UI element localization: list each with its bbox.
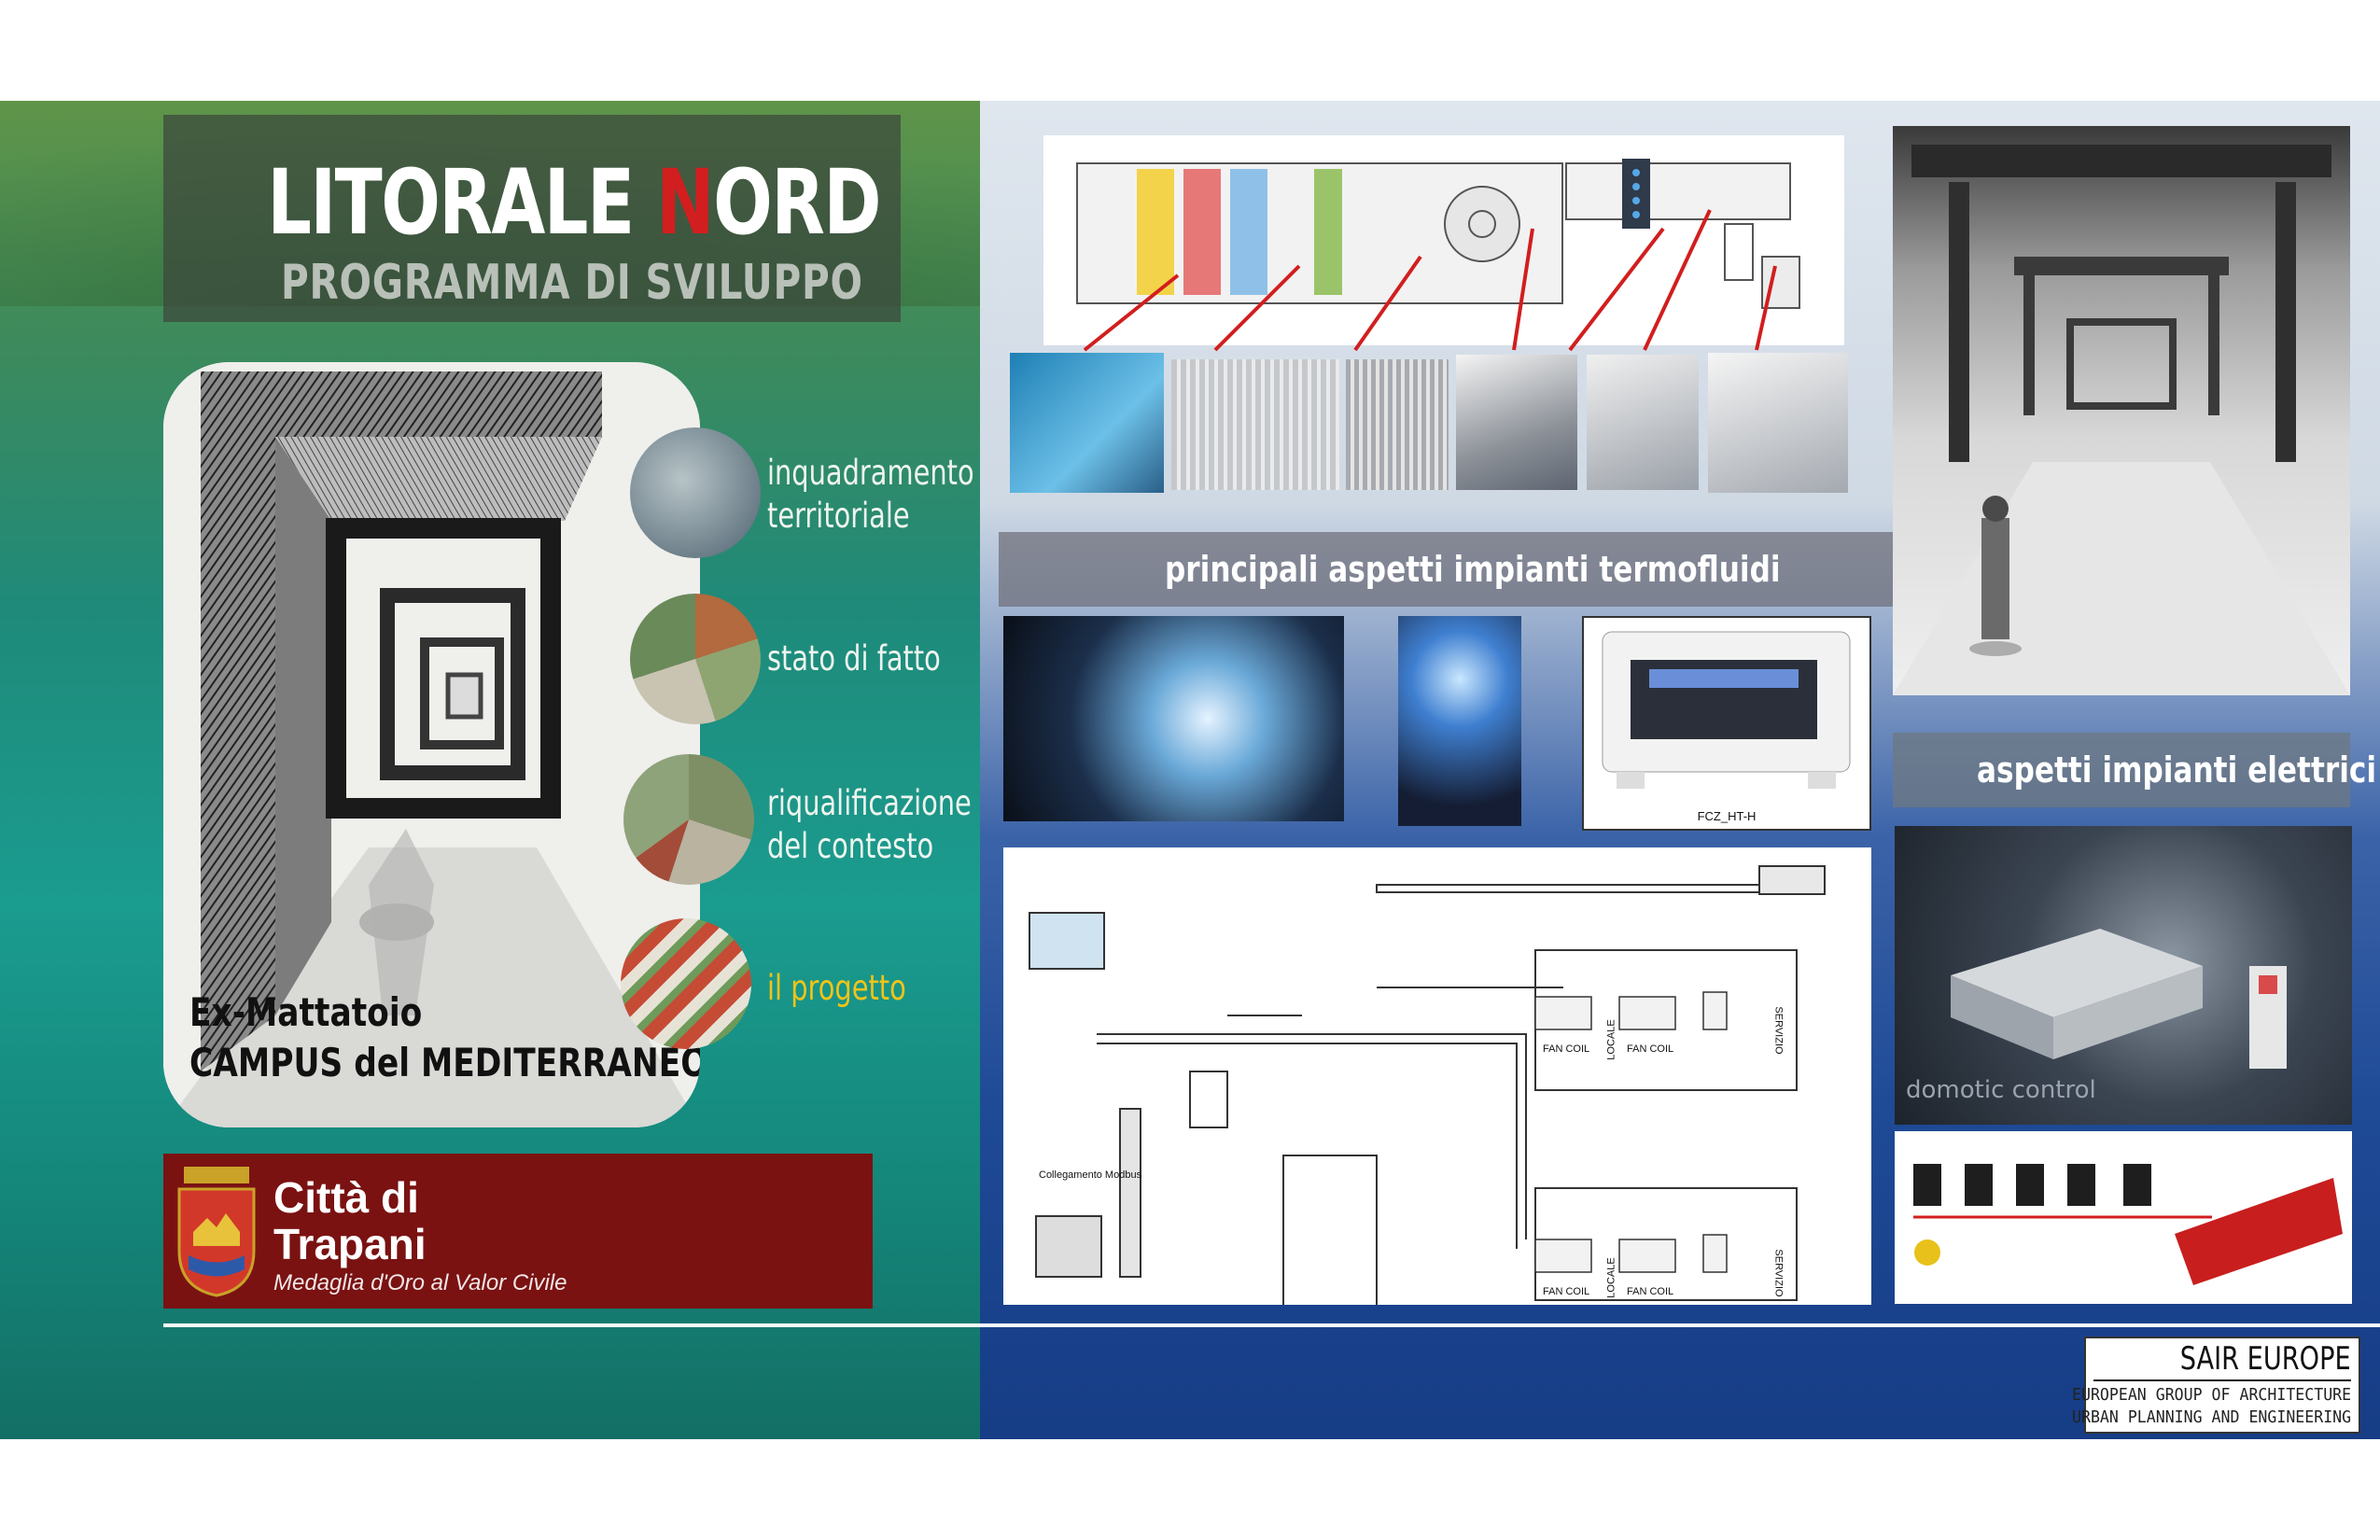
sair-title: SAIR EUROPE [2180, 1340, 2351, 1378]
menu-item-territorial-line1: inquadramento [767, 453, 974, 493]
fancoil-label: FAN COIL [1627, 1043, 1674, 1055]
city-coat-of-arms-icon [177, 1167, 256, 1297]
room-label: LOCALE [1605, 1257, 1617, 1298]
sair-subtitle-1: EUROPEAN GROUP OF ARCHITECTURE [2071, 1385, 2351, 1405]
empty-section-image [1587, 355, 1699, 490]
context-thumbnail[interactable] [623, 754, 754, 885]
page-subtitle: PROGRAMMA DI SVILUPPO [281, 255, 863, 311]
menu-item-project[interactable]: il progetto [767, 967, 906, 1010]
campus-label-line2: CAMPUS del MEDITERRANEO [189, 1040, 700, 1085]
menu-item-territorial[interactable]: inquadramento territoriale [767, 452, 974, 538]
city-medal-text: Medaglia d'Oro al Valor Civile [273, 1270, 567, 1295]
footer-divider [163, 1323, 2380, 1327]
territorial-thumbnail[interactable] [630, 427, 761, 558]
uv-lamp-image [1398, 616, 1521, 826]
page-title: LITORALE NORD [267, 150, 881, 255]
hydronic-schematic [1029, 865, 1826, 1305]
pergola-drawing [1893, 145, 2350, 695]
fancoil-caption: FCZ_HT-H [1697, 809, 1757, 823]
title-prefix: LITORALE [267, 150, 657, 255]
current-state-thumbnail[interactable] [630, 594, 761, 724]
sketch-drawing [163, 362, 700, 1127]
thermo-banner: principali aspetti impianti termofluidi [999, 532, 1899, 607]
menu-item-project-line1: il progetto [767, 968, 906, 1008]
fancoil-drawing [1602, 631, 1851, 789]
menu-item-current-state-line1: stato di fatto [767, 638, 941, 679]
ahu-diagram [1076, 159, 1800, 309]
city-name-line2: Trapani [273, 1220, 427, 1268]
hydronic-schematic-panel: FAN COIL FAN COIL FAN COIL FAN COIL LOCA… [1003, 847, 1871, 1305]
fancoil-label: FAN COIL [1627, 1286, 1674, 1297]
fancoil-label: FAN COIL [1543, 1286, 1590, 1297]
menu-item-context-line1: riqualificazione [767, 783, 972, 823]
title-highlight: N [656, 150, 715, 255]
coil-component-image [1010, 353, 1164, 493]
thermo-banner-text: principali aspetti impianti termofluidi [1165, 549, 1781, 590]
menu-item-context-line2: del contesto [767, 826, 934, 866]
menu-item-context[interactable]: riqualificazione del contesto [767, 782, 972, 868]
menu-item-current-state[interactable]: stato di fatto [767, 637, 941, 680]
electric-banner: aspetti impianti elettrici [1893, 733, 2376, 807]
city-name-line1: Città di [273, 1173, 419, 1222]
ahu-diagram-panel [1043, 135, 1844, 345]
sair-logo-box: SAIR EUROPE EUROPEAN GROUP OF ARCHITECTU… [2072, 1337, 2360, 1434]
filter-render-image [1003, 616, 1344, 821]
pergola-render-image [1893, 126, 2350, 695]
service-label: SERVIZIO [1772, 1006, 1785, 1055]
menu-item-territorial-line2: territoriale [767, 496, 910, 536]
electric-banner-text: aspetti impianti elettrici [1977, 749, 2377, 791]
sair-subtitle-2: URBAN PLANNING AND ENGINEERING [2071, 1407, 2351, 1427]
heating-coil-image [1171, 359, 1339, 490]
domotic-render-image: domotic control [1895, 826, 2352, 1125]
ahu-arrows [1083, 209, 1777, 352]
domotic-building-drawing [1951, 929, 2287, 1069]
campus-sketch-panel: Ex-Mattatoio CAMPUS del MEDITERRANEO [163, 362, 700, 1127]
campus-label-line1: Ex-Mattatoio [189, 989, 423, 1035]
city-banner: Città di Trapani Medaglia d'Oro al Valor… [163, 1154, 873, 1309]
humidifier-section-image [1708, 353, 1848, 493]
uv-chamber-image [1456, 355, 1577, 490]
filter-component-image [1346, 359, 1449, 490]
service-label: SERVIZIO [1772, 1249, 1785, 1297]
fancoil-label: FAN COIL [1543, 1043, 1590, 1055]
room-label: LOCALE [1605, 1019, 1617, 1060]
domotic-caption: domotic control [1906, 1076, 2096, 1104]
fancoil-unit-panel: FCZ_HT-H [1582, 616, 1871, 831]
lighting-control-diagram [1913, 1164, 2343, 1285]
sair-divider [2093, 1379, 2351, 1381]
project-thumbnail[interactable] [621, 918, 751, 1049]
title-box: LITORALE NORD PROGRAMMA DI SVILUPPO [163, 115, 901, 322]
modbus-label: Collegamento Modbus [1039, 1169, 1142, 1181]
lighting-control-panel [1895, 1131, 2352, 1304]
title-suffix: ORD [713, 150, 881, 255]
